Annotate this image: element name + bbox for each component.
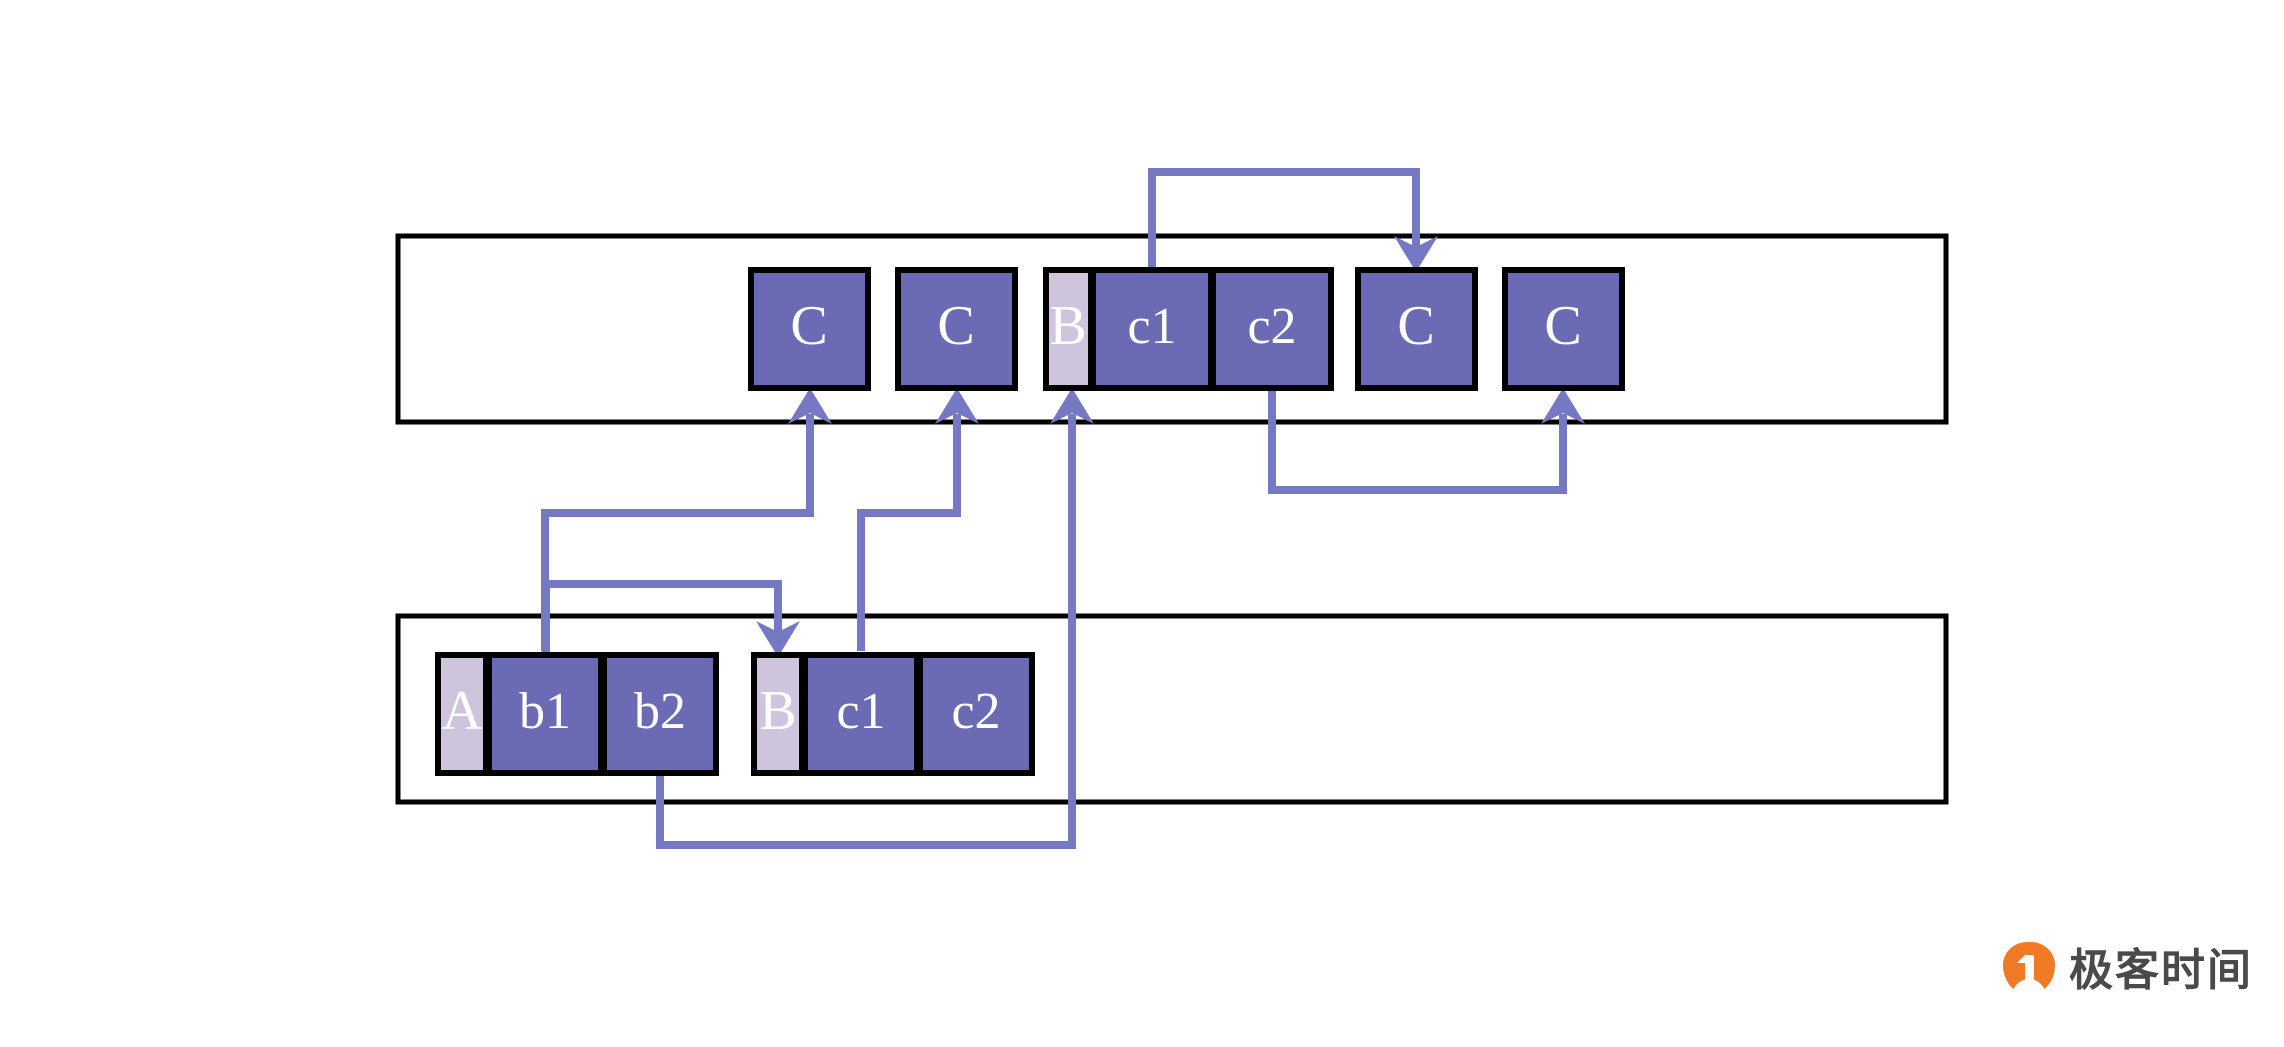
top-block-c-6-rect[interactable] xyxy=(1502,267,1625,391)
connector-c1-top-to-top-c-arrowhead xyxy=(1394,236,1438,272)
bottom-block-c2-rect[interactable] xyxy=(917,652,1035,776)
connectors-layer xyxy=(541,168,1585,849)
bottom-block-b2-rect[interactable] xyxy=(601,652,719,776)
bottom-block-b2[interactable]: b2 xyxy=(601,652,719,776)
top-block-c-1-label: C xyxy=(937,295,974,357)
bottom-block-c2-label: c2 xyxy=(951,683,1000,740)
connector-bottom-b1-to-top-c-arrowhead xyxy=(788,388,832,424)
bottom-row: A b1 b2 B c1 xyxy=(435,652,1035,776)
top-block-c1-rect[interactable] xyxy=(1090,267,1214,391)
top-block-b-label: B xyxy=(1049,295,1086,357)
top-block-c-5-label: C xyxy=(1397,295,1434,357)
top-block-c-0-rect[interactable] xyxy=(748,267,871,391)
top-block-c-5[interactable]: C xyxy=(1355,267,1478,391)
geek-time-logo-icon xyxy=(2003,942,2055,1000)
bottom-block-c1-rect[interactable] xyxy=(802,652,920,776)
top-block-c-6-label: C xyxy=(1544,295,1581,357)
bottom-block-a-rect[interactable] xyxy=(435,652,489,776)
top-block-c-1-rect[interactable] xyxy=(895,267,1018,391)
top-row: C C B c1 c2 C xyxy=(748,267,1625,391)
top-block-c2-label: c2 xyxy=(1247,298,1296,355)
bottom-block-b[interactable]: B xyxy=(751,652,805,776)
top-block-c-5-rect[interactable] xyxy=(1355,267,1478,391)
top-block-c2[interactable]: c2 xyxy=(1210,267,1334,391)
top-block-c1-label: c1 xyxy=(1127,298,1176,355)
connector-c2-top-to-top-c-arrowhead xyxy=(1541,388,1585,424)
bottom-group-b: B c1 c2 xyxy=(751,652,1035,776)
geek-time-logo-text: 极客时间 xyxy=(2069,945,2253,996)
top-block-c-0-label: C xyxy=(790,295,827,357)
connector-bottom-b2-to-top-b xyxy=(656,414,1076,849)
bottom-block-b1[interactable]: b1 xyxy=(486,652,604,776)
connector-bottom-a-to-bottom-b xyxy=(542,580,782,655)
bottom-block-b1-label: b1 xyxy=(519,683,571,740)
geek-time-logo: 极客时间 xyxy=(2003,942,2253,1000)
bottom-block-a-label: A xyxy=(442,680,483,742)
bottom-block-c1-label: c1 xyxy=(836,683,885,740)
connector-c1-top-to-top-c xyxy=(1148,168,1420,272)
top-block-c2-rect[interactable] xyxy=(1210,267,1334,391)
connector-bottom-c1-to-top-c xyxy=(857,414,961,651)
bottom-block-b-label: B xyxy=(759,680,796,742)
top-block-c-6[interactable]: C xyxy=(1502,267,1625,391)
connector-bottom-c1-to-top-c-arrowhead xyxy=(935,388,979,424)
bottom-group-a: A b1 b2 xyxy=(435,652,719,776)
connector-bottom-b2-to-top-b-arrowhead xyxy=(1050,388,1094,424)
top-block-b[interactable]: B xyxy=(1043,267,1094,391)
bottom-block-b1-rect[interactable] xyxy=(486,652,604,776)
top-block-c-1[interactable]: C xyxy=(895,267,1018,391)
connector-bottom-a-to-bottom-b-arrowhead xyxy=(756,621,800,657)
bottom-block-c1[interactable]: c1 xyxy=(802,652,920,776)
bottom-block-a[interactable]: A xyxy=(435,652,489,776)
top-block-c-0[interactable]: C xyxy=(748,267,871,391)
top-block-c1[interactable]: c1 xyxy=(1090,267,1214,391)
bottom-block-c2[interactable]: c2 xyxy=(917,652,1035,776)
bottom-block-b2-label: b2 xyxy=(634,683,686,740)
connector-c2-top-to-top-c xyxy=(1268,390,1567,494)
